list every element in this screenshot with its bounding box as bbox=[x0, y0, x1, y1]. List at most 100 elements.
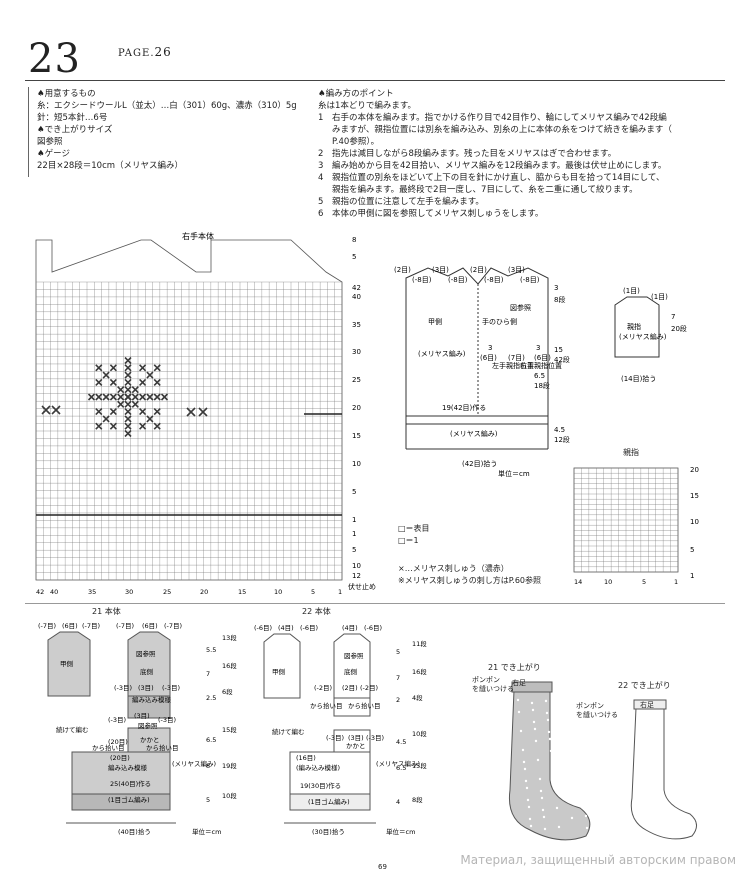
polka-dot bbox=[532, 720, 536, 724]
sock22-label: (-2目) bbox=[314, 684, 332, 692]
body-diagram-label: 3 bbox=[488, 344, 492, 352]
polka-dot bbox=[568, 797, 572, 801]
embroidery-stitch bbox=[109, 378, 117, 386]
thumb-diagram-label: 親指 bbox=[627, 322, 641, 331]
point-step-text: みますが、親指位置には別糸を編み込み、別糸の上に本体の糸をつけて続きを編みます（ bbox=[332, 125, 672, 135]
embroidery-stitch bbox=[102, 393, 110, 401]
gauge-heading-text: ゲージ bbox=[44, 149, 70, 159]
embroidery-stitch bbox=[95, 422, 103, 430]
column-label: 30 bbox=[125, 588, 133, 596]
sock22-dimension: 4段 bbox=[412, 693, 423, 702]
sock21-dimension: 13段 bbox=[222, 633, 237, 642]
embroidery-stitch bbox=[124, 393, 132, 401]
sock22-dimension: 7 bbox=[396, 674, 400, 682]
sock21-label: (6目) bbox=[62, 622, 78, 630]
point-step-text: 右手の本体を編みます。指でかける作り目で42目作り、輪にしてメリヤス編みで42段… bbox=[332, 113, 667, 123]
thumb-column-label: 1 bbox=[674, 578, 678, 586]
embroidery-stitch bbox=[124, 356, 132, 365]
column-label: 25 bbox=[163, 588, 171, 596]
sock22-dimension: 2 bbox=[396, 696, 400, 704]
sock21-label: から拾い目 bbox=[92, 743, 125, 752]
row-label: 15 bbox=[352, 432, 361, 440]
thumb-chart-title-text: 親指 bbox=[623, 448, 639, 457]
embroidery-stitch bbox=[139, 378, 147, 386]
sock21-label: 底側 bbox=[140, 667, 154, 676]
body-diagram-label: 8段 bbox=[554, 295, 565, 304]
sock21-label: 図参照 bbox=[138, 721, 158, 730]
sock21-label: (6目) bbox=[142, 622, 158, 630]
embroidery-stitch bbox=[95, 378, 103, 386]
thumb-row-label: 15 bbox=[690, 492, 699, 500]
row-label: 1 bbox=[352, 516, 356, 524]
legend-one: □＝1 bbox=[398, 536, 419, 545]
polka-dot bbox=[539, 789, 543, 793]
body-diagram-label: (3目) bbox=[508, 266, 525, 274]
point-step-line: みますが、親指位置には別糸を編み込み、別糸の上に本体の糸をつけて続きを編みます（ bbox=[318, 124, 728, 136]
polka-dot bbox=[549, 749, 553, 753]
right-hand-grid bbox=[35, 239, 343, 581]
row-label: 40 bbox=[352, 293, 361, 301]
sock21-label: 甲側 bbox=[60, 660, 74, 668]
sock22-label: (-6目) bbox=[300, 624, 318, 632]
materials-yarn: 糸：エクシードウールL（並太）…白（301）60g、濃赤（310）5g bbox=[37, 101, 297, 111]
materials-heading-text: 用意するもの bbox=[44, 89, 96, 99]
body-diagram-label: (2目) bbox=[394, 266, 411, 274]
legend-embroidery: ×…メリヤス刺しゅう（濃赤） bbox=[398, 564, 509, 573]
polka-dot bbox=[528, 817, 532, 821]
embroidery-stitch bbox=[117, 400, 125, 408]
sock21-top-panel bbox=[47, 631, 91, 697]
sock22-top-panel bbox=[263, 633, 301, 699]
sock22-label: 甲側 bbox=[272, 668, 286, 676]
row-label: 10 bbox=[352, 460, 361, 468]
body-diagram-label: 4.5 bbox=[554, 426, 565, 434]
thumb-diagram-label: (1目) bbox=[623, 287, 640, 295]
embroidery-stitch bbox=[146, 415, 154, 423]
sock22-dimension: 4.5 bbox=[396, 738, 406, 746]
thumb-grid bbox=[573, 467, 679, 573]
sock22-dimension: 10段 bbox=[412, 729, 427, 738]
sock22-dimension: 5 bbox=[396, 648, 400, 656]
thumb-row-label: 20 bbox=[690, 466, 699, 474]
sock22-diagram: (-6目)(4目)(-6目)(4目)(-6目)甲側図参照底側(-2目)(2目)(… bbox=[254, 624, 427, 836]
body-diagram-label: (42目)拾う bbox=[462, 459, 497, 468]
polka-dot bbox=[540, 796, 544, 800]
polka-dot bbox=[536, 758, 540, 762]
embroidery-stitch bbox=[95, 364, 103, 372]
column-label: 10 bbox=[274, 588, 282, 596]
polka-dot bbox=[545, 711, 549, 715]
body-diagram-label: (7目) bbox=[508, 354, 525, 362]
embroidery-stitch bbox=[41, 405, 51, 415]
body-diagram-label: 19(42目)作る bbox=[442, 403, 486, 412]
embroidery-stitch bbox=[131, 400, 139, 408]
polka-dot bbox=[583, 807, 587, 811]
sock22-label: (3目) bbox=[348, 734, 364, 742]
points-heading: ♠編み方のポイント bbox=[318, 89, 394, 99]
body-diagram-label: 手のひら側 bbox=[482, 317, 517, 326]
body-diagram-label: 右手親指位置 bbox=[520, 361, 562, 370]
row-label: 8 bbox=[352, 236, 356, 244]
column-label: 5 bbox=[311, 588, 315, 596]
section-separator bbox=[25, 603, 725, 604]
size-heading: ♠でき上がりサイズ bbox=[37, 125, 113, 135]
sock21-dimension: 10段 bbox=[222, 791, 237, 800]
row-label: 12 bbox=[352, 572, 361, 580]
body-diagram-label: (2目) bbox=[470, 266, 487, 274]
body-diagram-label: 18段 bbox=[534, 381, 550, 390]
sock22-dimension: 15段 bbox=[412, 761, 427, 770]
sock21-label: 続けて編む bbox=[56, 725, 89, 734]
point-step-text: 本体の甲側に図を参照してメリヤス刺しゅうをします。 bbox=[332, 209, 544, 219]
row-label: 35 bbox=[352, 321, 361, 329]
sock21-label: (-3目) bbox=[108, 716, 126, 724]
embroidery-stitch bbox=[153, 408, 161, 416]
thumb-diagram-label: (メリヤス編み) bbox=[619, 332, 667, 341]
embroidery-stitch bbox=[95, 408, 103, 416]
embroidery-stitch bbox=[124, 429, 132, 438]
polka-dot bbox=[544, 699, 548, 703]
body-diagram-label: (-8目) bbox=[448, 276, 468, 284]
embroidery-stitch bbox=[131, 393, 139, 401]
polka-dot bbox=[547, 730, 551, 734]
embroidery-stitch bbox=[109, 408, 117, 416]
